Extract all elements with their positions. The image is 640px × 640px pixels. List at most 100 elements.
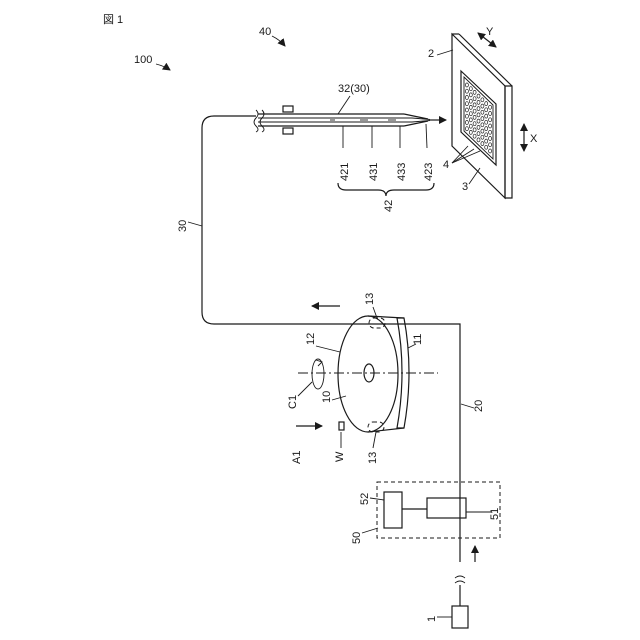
leader-rotation [298, 382, 312, 396]
well [465, 102, 468, 106]
well [465, 114, 468, 118]
rotation-indicator [312, 359, 324, 389]
well [477, 113, 480, 117]
well [469, 130, 472, 134]
label-rotation: C1 [287, 395, 299, 409]
unit-52 [384, 492, 402, 528]
label-disk-side: 11 [412, 334, 424, 345]
well [477, 107, 480, 111]
label-device: 40 [259, 26, 271, 38]
label-system: 100 [134, 54, 152, 66]
well [481, 110, 484, 114]
unit-50-box [377, 482, 500, 538]
well [481, 98, 484, 102]
well [489, 149, 492, 153]
leader-423 [426, 124, 427, 148]
well [477, 125, 480, 129]
label-431: 431 [368, 163, 380, 181]
workpiece [339, 422, 344, 430]
well [473, 90, 476, 94]
figure-title: 図 1 [103, 13, 123, 26]
disk-10 [338, 316, 409, 432]
leader-plate [469, 168, 480, 184]
label-holder-bottom: 13 [367, 452, 379, 464]
label-stage: 2 [428, 48, 434, 60]
well [481, 129, 484, 133]
label-433: 433 [396, 163, 408, 181]
well [469, 93, 472, 97]
label-holder-top: 13 [364, 293, 376, 305]
break-mark-1 [455, 576, 465, 578]
well [473, 134, 476, 138]
leader-system [156, 64, 170, 70]
well [481, 135, 484, 139]
well [465, 108, 468, 112]
well [465, 96, 468, 100]
well [473, 97, 476, 101]
label-pipe: 30 [177, 220, 189, 232]
well [473, 103, 476, 107]
leader-pipe [188, 222, 202, 226]
well [485, 127, 488, 131]
leader-disk [332, 396, 346, 400]
well [469, 124, 472, 128]
well [473, 109, 476, 113]
label-flow-in: A1 [291, 451, 303, 464]
label-plate: 3 [462, 181, 468, 193]
well [489, 118, 492, 122]
well [469, 99, 472, 103]
well [489, 137, 492, 141]
well [469, 105, 472, 109]
label-unit-50: 50 [351, 532, 363, 544]
label-disk: 10 [321, 391, 333, 403]
well [465, 83, 468, 87]
well-grid [465, 83, 491, 153]
label-axis-x: X [530, 133, 538, 145]
label-axis-y: Y [486, 26, 494, 38]
well [465, 121, 468, 125]
well [489, 105, 492, 109]
leader-stage [437, 50, 453, 55]
well [469, 87, 472, 91]
well [489, 112, 492, 116]
well [473, 128, 476, 132]
leader-unit-50 [362, 528, 378, 533]
nozzle-assembly [254, 106, 430, 134]
leader-disk-top [316, 346, 340, 352]
label-421: 421 [339, 163, 351, 181]
well [485, 133, 488, 137]
label-line-20: 20 [473, 400, 485, 412]
well [489, 124, 492, 128]
label-pipe-main: 32(30) [338, 83, 370, 95]
label-disk-top: 12 [305, 333, 317, 345]
leader-holder-bottom [373, 432, 376, 448]
well [481, 117, 484, 121]
well [477, 138, 480, 142]
well [481, 104, 484, 108]
leader-pipe-main [338, 96, 350, 114]
well [477, 119, 480, 123]
label-nozzle-group: 42 [383, 200, 395, 212]
well [489, 130, 492, 134]
leader-unit-52 [370, 498, 384, 500]
well [481, 142, 484, 146]
label-unit-51: 51 [489, 508, 501, 520]
label-source: 1 [426, 616, 438, 622]
well [485, 114, 488, 118]
well [489, 143, 492, 147]
well [485, 145, 488, 149]
well [465, 127, 468, 131]
well [477, 100, 480, 104]
source-1 [452, 606, 468, 628]
well [477, 132, 480, 136]
break-mark-2 [455, 581, 465, 583]
well [485, 139, 488, 143]
label-423: 423 [423, 163, 435, 181]
well [469, 118, 472, 122]
well [485, 120, 488, 124]
label-wells: 4 [443, 159, 449, 171]
well [481, 123, 484, 127]
well [485, 102, 488, 106]
leader-device [272, 36, 285, 46]
